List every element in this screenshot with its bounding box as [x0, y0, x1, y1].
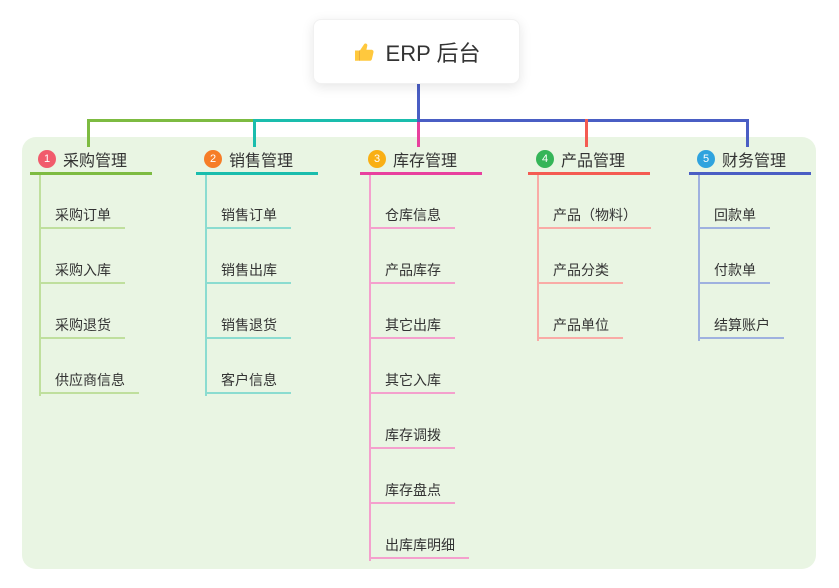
child-node[interactable]: 销售出库: [205, 258, 291, 284]
root-node[interactable]: ERP 后台: [313, 19, 520, 84]
child-node[interactable]: 采购入库: [39, 258, 125, 284]
branch-node-3[interactable]: 3 库存管理: [360, 146, 482, 175]
child-connector-line: [369, 174, 371, 561]
branch-node-4[interactable]: 4 产品管理: [528, 146, 650, 175]
child-node[interactable]: 销售退货: [205, 313, 291, 339]
child-node[interactable]: 客户信息: [205, 368, 291, 394]
child-node[interactable]: 采购订单: [39, 203, 125, 229]
child-node[interactable]: 结算账户: [698, 313, 784, 339]
child-node[interactable]: 其它入库: [369, 368, 455, 394]
branch-label: 产品管理: [561, 153, 626, 170]
child-node[interactable]: 出库库明细: [369, 533, 469, 559]
child-connector-line: [205, 174, 207, 396]
branch-label: 销售管理: [229, 153, 294, 170]
child-connector-line: [698, 174, 700, 341]
branch-label: 财务管理: [722, 153, 787, 170]
branch-node-1[interactable]: 1 采购管理: [30, 146, 152, 175]
child-node[interactable]: 产品单位: [537, 313, 623, 339]
branch-connector-line-1: [87, 119, 90, 147]
branch-label: 采购管理: [63, 153, 128, 170]
trunk-line: [253, 119, 420, 122]
child-connector-line: [537, 174, 539, 341]
child-connector-line: [39, 174, 41, 396]
child-node[interactable]: 采购退货: [39, 313, 125, 339]
child-node[interactable]: 库存盘点: [369, 478, 455, 504]
child-node[interactable]: 库存调拨: [369, 423, 455, 449]
branch-label: 库存管理: [393, 153, 458, 170]
child-node[interactable]: 产品库存: [369, 258, 455, 284]
branch-number-badge: 1: [38, 150, 56, 168]
branch-number-badge: 5: [697, 150, 715, 168]
child-node[interactable]: 其它出库: [369, 313, 455, 339]
child-node[interactable]: 仓库信息: [369, 203, 455, 229]
child-node[interactable]: 回款单: [698, 203, 770, 229]
child-node[interactable]: 产品（物料）: [537, 203, 651, 229]
child-node[interactable]: 付款单: [698, 258, 770, 284]
branch-node-5[interactable]: 5 财务管理: [689, 146, 811, 175]
branch-connector-line-2: [253, 119, 256, 147]
thumbs-up-icon: [354, 43, 374, 61]
branch-connector-line-4: [585, 119, 588, 147]
trunk-line: [87, 119, 256, 122]
branch-node-2[interactable]: 2 销售管理: [196, 146, 318, 175]
trunk-line: [417, 119, 749, 122]
root-label: ERP 后台: [385, 40, 481, 66]
branch-connector-line-5: [746, 119, 749, 147]
branch-number-badge: 3: [368, 150, 386, 168]
child-node[interactable]: 产品分类: [537, 258, 623, 284]
branch-number-badge: 2: [204, 150, 222, 168]
mindmap-panel: [22, 137, 816, 569]
branch-number-badge: 4: [536, 150, 554, 168]
child-node[interactable]: 销售订单: [205, 203, 291, 229]
child-node[interactable]: 供应商信息: [39, 368, 139, 394]
branch-connector-line-3: [417, 122, 420, 147]
root-connector-line: [417, 84, 420, 122]
